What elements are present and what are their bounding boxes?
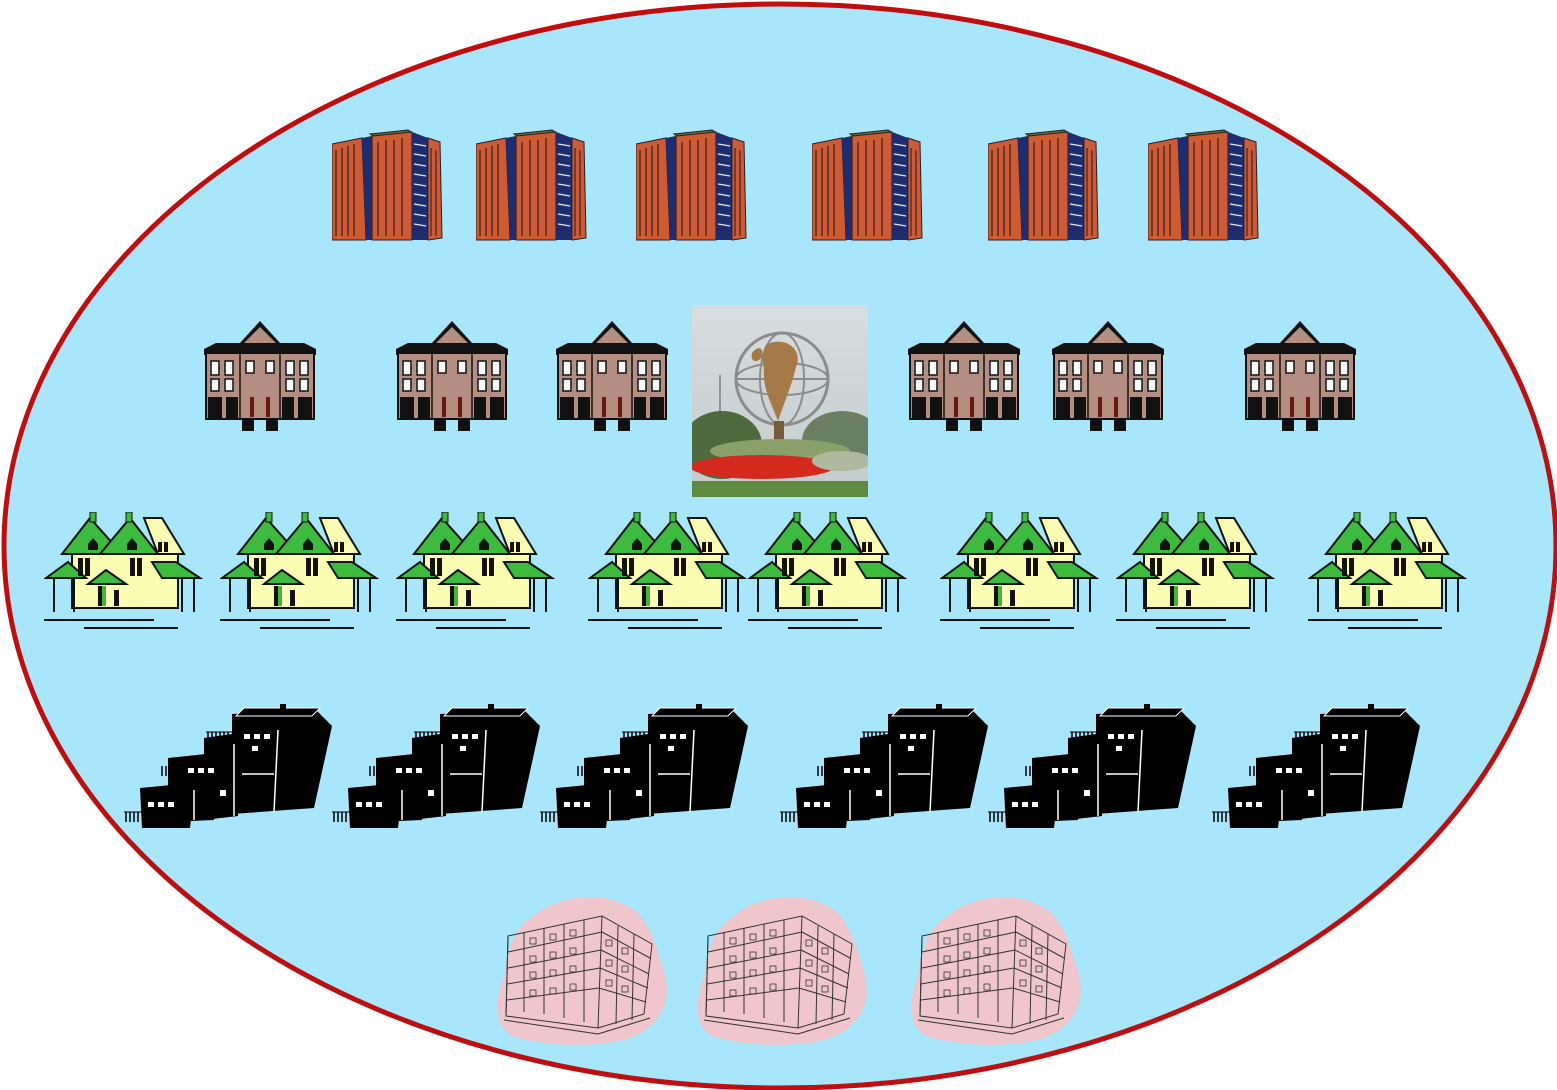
high-rise-tower-icon <box>636 129 747 241</box>
high-rise-tower-icon <box>332 129 443 241</box>
high-rise-tower-icon <box>812 129 923 241</box>
high-rise-tower-icon <box>988 129 1099 241</box>
condo-buildings-row <box>496 896 1082 1046</box>
high-rise-tower-icon <box>1148 129 1259 241</box>
high-rise-tower-icon <box>476 129 587 241</box>
unisphere-globe-photo <box>692 305 868 497</box>
